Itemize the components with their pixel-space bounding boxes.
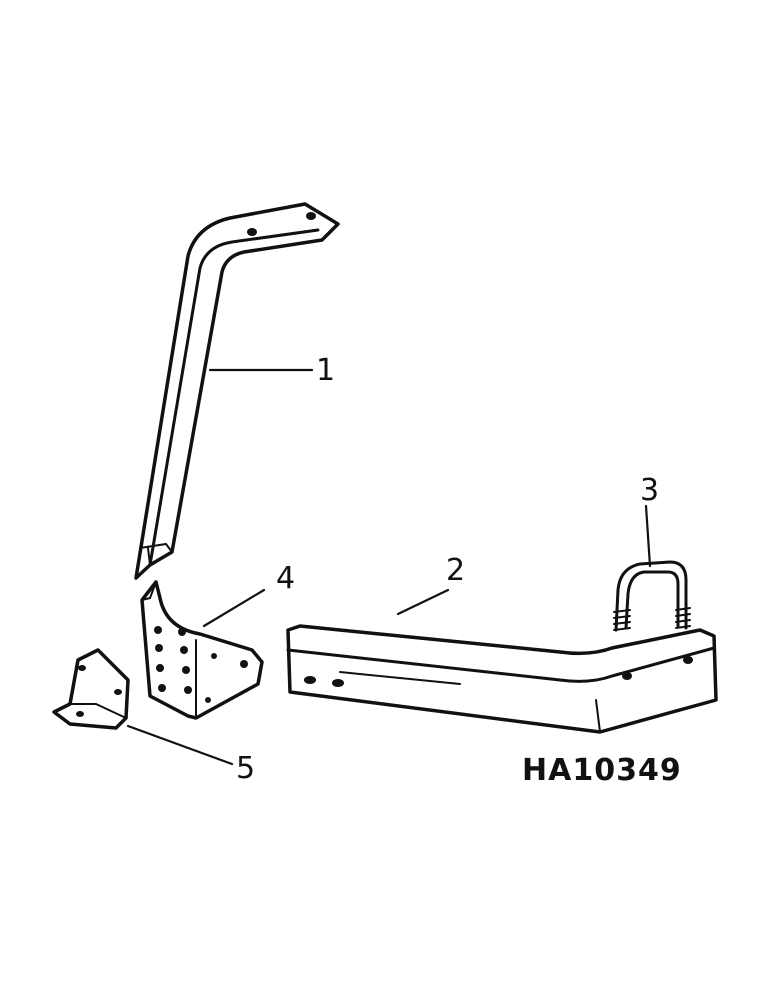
leader-4 xyxy=(202,588,266,628)
leader-2 xyxy=(396,588,450,616)
leader-3 xyxy=(644,504,652,568)
leader-5 xyxy=(126,724,234,766)
callout-5: 5 xyxy=(236,751,255,786)
callout-1: 1 xyxy=(316,353,335,388)
part-5-angle-bracket xyxy=(52,648,130,730)
callout-2: 2 xyxy=(446,553,465,588)
part-1-brace xyxy=(134,202,340,580)
part-4-mounting-plate xyxy=(140,580,264,720)
callout-3: 3 xyxy=(640,473,659,508)
reference-code: HA10349 xyxy=(522,753,682,788)
callout-4: 4 xyxy=(276,561,295,596)
part-2-channel-bar xyxy=(286,624,718,734)
part-3-u-bolt xyxy=(613,560,691,632)
leader-lines xyxy=(126,368,652,766)
